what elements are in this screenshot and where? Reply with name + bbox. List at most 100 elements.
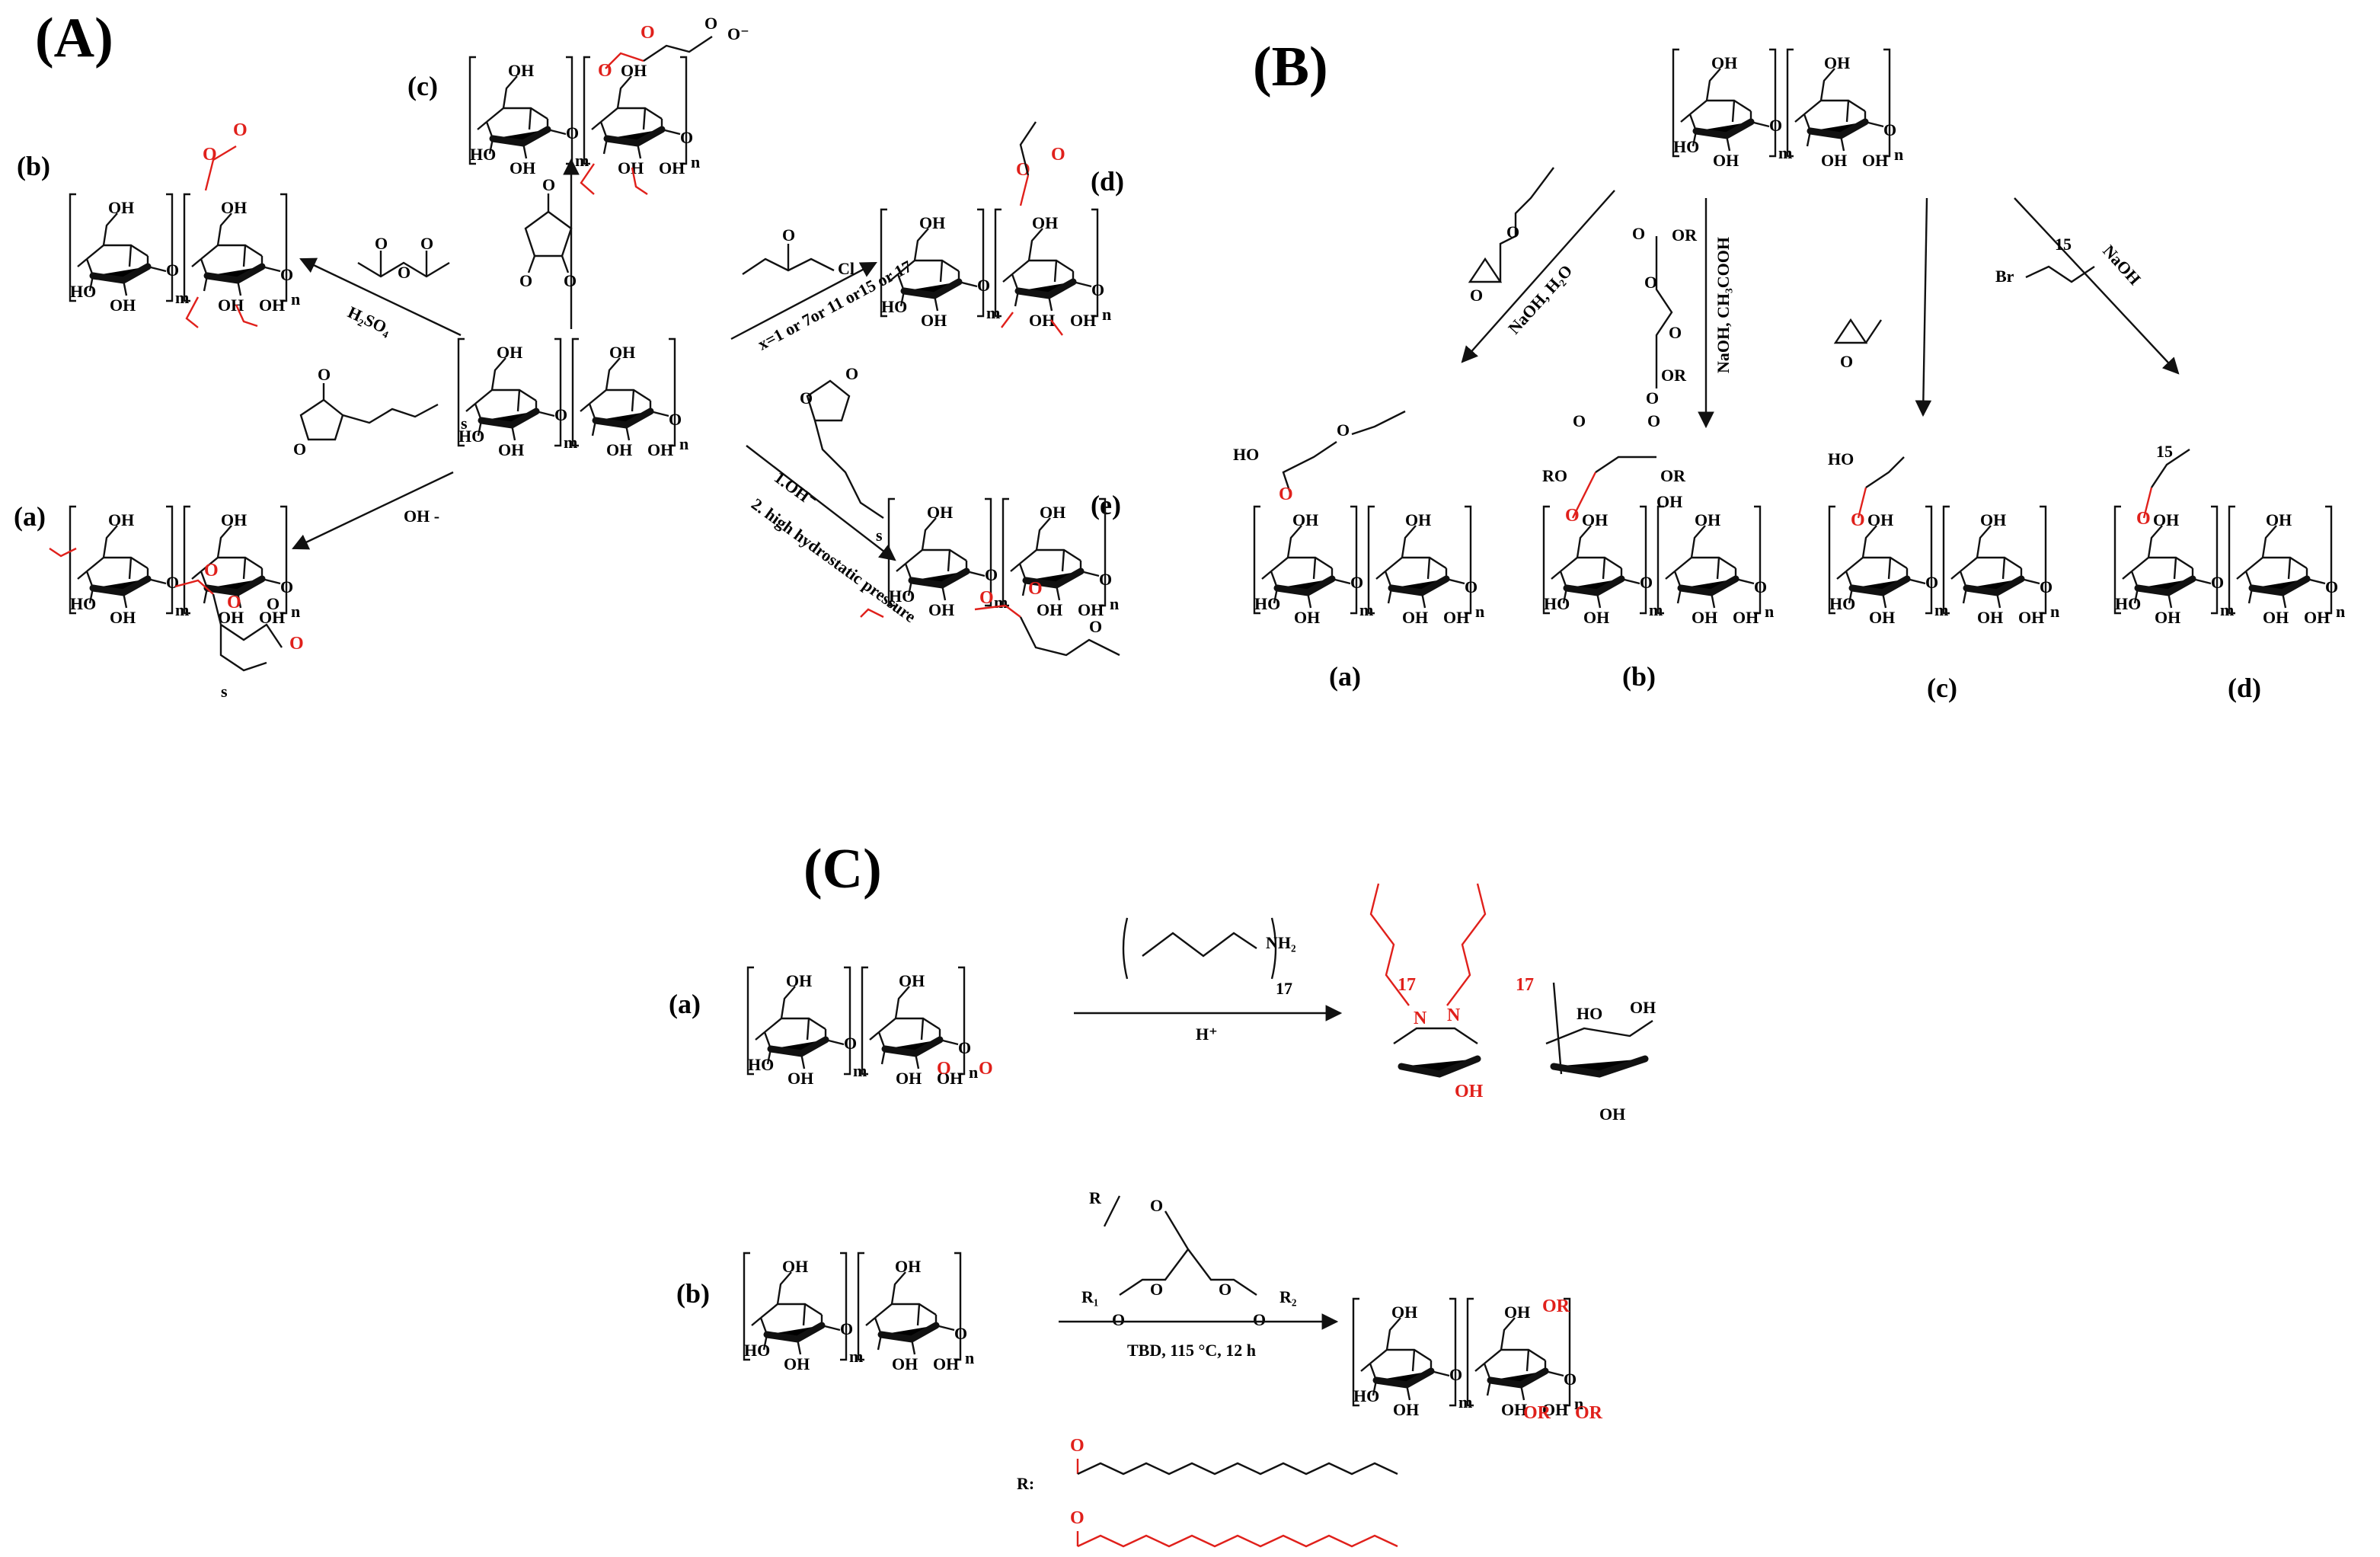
asa-chain-a: O O O O s [49, 547, 304, 701]
svg-text:O: O [519, 271, 532, 290]
svg-text:O: O [1565, 506, 1580, 526]
panel-a-cellulose [458, 339, 688, 459]
svg-text:O: O [204, 561, 219, 580]
rep-15: 15 [2055, 235, 2072, 254]
svg-text:O: O [1669, 323, 1682, 342]
alkenyl-succinic-anhydride-right: O O s [800, 364, 884, 545]
product-c-a: 17 17 N N OH HO OH OH [1369, 883, 1656, 1124]
svg-text:O: O [1070, 1436, 1085, 1456]
product-a-d [881, 209, 1111, 330]
svg-text:O: O [1219, 1280, 1232, 1299]
reagent-acid: H⁺ [1196, 1025, 1218, 1044]
reagent-oh-a: OH - [404, 507, 439, 526]
svg-text:O: O [564, 271, 577, 290]
svg-text:O: O [289, 634, 304, 654]
arrow-a-to-d [730, 261, 877, 340]
rep-right: 17 [1516, 975, 1534, 995]
svg-text:O: O [318, 365, 331, 384]
svg-text:O: O [1150, 1280, 1163, 1299]
or-b: OR [1523, 1403, 1551, 1423]
label-c-a: (a) [669, 989, 701, 1019]
or-a: OR [1542, 1296, 1570, 1316]
svg-text:O⁻: O⁻ [727, 24, 749, 43]
acyl-chloride: O Cl [742, 225, 855, 278]
alkenyl-succinic-anhydride-left: O O s [293, 365, 468, 459]
svg-text:O: O [398, 263, 411, 282]
or-label-2: OR [1661, 366, 1687, 385]
svg-text:O: O [1070, 1508, 1085, 1528]
svg-text:s: s [221, 682, 228, 701]
label-a-d: (d) [1091, 166, 1124, 197]
or-label-1: OR [1672, 225, 1698, 245]
maleate-chain: O O O O⁻ [580, 14, 749, 195]
chain-b-c: O HO [1828, 449, 1905, 530]
maleic-anhydride: O O O [519, 175, 577, 290]
svg-text:O: O [267, 594, 280, 613]
r-chain-1: O [1070, 1436, 1398, 1475]
product-b-a [1254, 507, 1484, 627]
svg-text:HO: HO [1233, 445, 1259, 464]
asa-chain-e: O O O [860, 579, 1120, 657]
svg-text:O: O [420, 234, 433, 253]
svg-text:O: O [704, 14, 717, 33]
svg-text:O: O [1851, 510, 1865, 530]
arrow-a-to-e [746, 445, 896, 561]
svg-text:OH: OH [1630, 998, 1656, 1017]
svg-text:O: O [1028, 579, 1043, 599]
svg-text:O: O [293, 440, 306, 459]
svg-text:O: O [1573, 411, 1586, 430]
svg-text:O: O [1150, 1196, 1163, 1215]
svg-text:O: O [203, 145, 217, 165]
svg-text:O: O [1632, 224, 1645, 243]
svg-text:O: O [1016, 160, 1030, 180]
svg-text:O: O [937, 1059, 951, 1079]
svg-text:O: O [641, 23, 655, 43]
svg-text:O: O [979, 588, 994, 608]
panel-a-label: (A) [35, 7, 113, 69]
propylene-oxide: O [1833, 318, 1882, 371]
reagent-b-b: NaOH, CH₃COOH [1714, 237, 1733, 373]
svg-text:O: O [845, 364, 858, 383]
svg-text:s: s [876, 526, 883, 545]
arrow-b-to-a [1461, 190, 1615, 363]
acyl-cl: Cl [838, 259, 855, 278]
r-chain-2: O [1070, 1508, 1398, 1548]
label-b-a: (a) [1329, 661, 1361, 692]
chain-b-d: O 15 [2136, 442, 2190, 529]
label-b-b: (b) [1622, 661, 1656, 692]
svg-text:15: 15 [2156, 442, 2173, 461]
svg-text:O: O [1647, 411, 1660, 430]
reagent-tbd: TBD, 115 °C, 12 h [1127, 1341, 1256, 1360]
svg-text:O: O [1840, 352, 1853, 371]
acetic-anhydride: O O O [357, 234, 450, 282]
acetyl-red: O O [185, 120, 258, 328]
br-label: Br [1995, 267, 2014, 286]
svg-text:O: O [2136, 509, 2151, 529]
reagent-h2so4: H₂SO₄ [345, 302, 395, 339]
reagent-b-d: NaOH [2099, 241, 2144, 289]
svg-text:O: O [542, 175, 555, 194]
arrow-b-to-d [2014, 197, 2180, 375]
propargyl-glycidyl-ether: O O [1468, 167, 1554, 305]
panel-b-cellulose [1673, 50, 1903, 170]
amine-rep: 17 [1276, 979, 1292, 998]
chain-b-a: O HO O [1233, 410, 1406, 504]
r-group: R [1089, 1188, 1102, 1207]
panel-b-label: (B) [1253, 36, 1328, 98]
svg-text:O: O [1470, 286, 1483, 305]
label-b-d: (d) [2228, 673, 2261, 703]
label-a-b: (b) [17, 151, 50, 181]
product-c-b [1353, 1299, 1583, 1419]
acyl-chain-d: O O [1001, 121, 1065, 336]
svg-text:HO: HO [1577, 1004, 1602, 1023]
arrow-a-to-b [299, 257, 462, 337]
product-c-b-reactant [744, 1253, 974, 1373]
svg-text:O: O [800, 388, 813, 408]
svg-text:O: O [1279, 484, 1293, 504]
label-b-c: (c) [1927, 673, 1957, 703]
svg-text:O: O [598, 61, 612, 81]
label-c-b: (b) [676, 1278, 710, 1309]
product-a-c [470, 57, 700, 177]
bromoalkane: Br 15 [1995, 235, 2095, 286]
